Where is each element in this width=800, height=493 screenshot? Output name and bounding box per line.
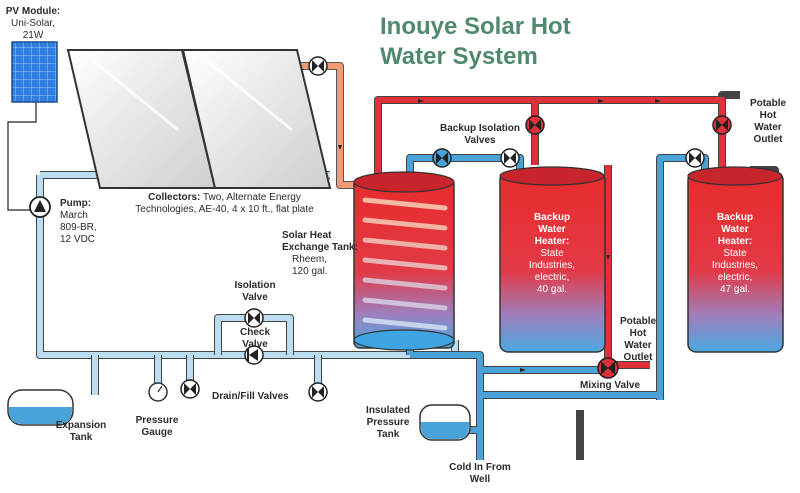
backup-water-heater-2 <box>687 166 784 353</box>
page-title: Inouye Solar Hot Water System <box>380 12 571 72</box>
pv-module <box>11 41 58 103</box>
potable-outlet-right-label: Potable Hot Water Outlet <box>749 98 787 145</box>
insulated-pressure-tank <box>419 404 471 441</box>
pump-label: Pump: March 809-BR, 12 VDC <box>60 198 97 245</box>
solar-tank-label: Solar Heat Exchange Tank: Rheem, 120 gal… <box>282 230 358 277</box>
pump <box>29 196 51 218</box>
pv-wire <box>7 100 40 211</box>
backup-isolation-valve-cold-2 <box>500 148 520 168</box>
drain-fill-label: Drain/Fill Valves <box>212 391 289 402</box>
flow-arrows <box>338 99 661 372</box>
insulated-tank-label: Insulated Pressure Tank <box>366 405 410 440</box>
pv-module-label: PV Module: Uni-Solar, 21W <box>5 6 61 41</box>
expansion-tank <box>7 389 74 426</box>
heat-exchanger-coil <box>362 197 448 331</box>
isolation-valve-collector <box>308 56 328 76</box>
title-line-2: Water System <box>380 43 538 70</box>
backup-isolation-valve-hot <box>525 115 545 135</box>
potable-outlet-mid-label: Potable Hot Water Outlet <box>619 316 657 363</box>
drain-fill-valve-1 <box>180 379 200 399</box>
cold-in-label: Cold In From Well <box>449 462 511 485</box>
check-valve-label: Check Valve <box>239 327 270 350</box>
backup-water-heater-1 <box>499 166 606 353</box>
isolation-valve-label: Isolation Valve <box>234 280 276 303</box>
title-line-1: Inouye Solar Hot <box>380 13 571 40</box>
mixing-valve <box>597 357 619 379</box>
backup-heater-2-label: Backup Water Heater: State Industries, e… <box>711 212 759 295</box>
pressure-gauge <box>148 382 168 402</box>
backup-isolation-valve-cold <box>432 148 452 168</box>
solar-collector-2 <box>181 49 332 189</box>
solar-collector-1 <box>66 49 217 189</box>
check-valve <box>244 345 264 365</box>
expansion-tank-label: Expansion Tank <box>55 420 107 443</box>
isolation-valve-loop <box>244 308 264 328</box>
backup-heater-1-label: Backup Water Heater: State Industries, e… <box>528 212 576 295</box>
drain-fill-valve-2 <box>308 382 328 402</box>
collectors-label: Collectors: Two, Alternate Energy Techno… <box>135 192 314 215</box>
outlet-valve-right-hot <box>712 115 732 135</box>
outlet-valve-right-cold <box>685 148 705 168</box>
mixing-valve-label: Mixing Valve <box>579 380 641 391</box>
backup-isolation-label: Backup Isolation Valves <box>439 123 520 146</box>
pressure-gauge-label: Pressure Gauge <box>135 415 179 438</box>
